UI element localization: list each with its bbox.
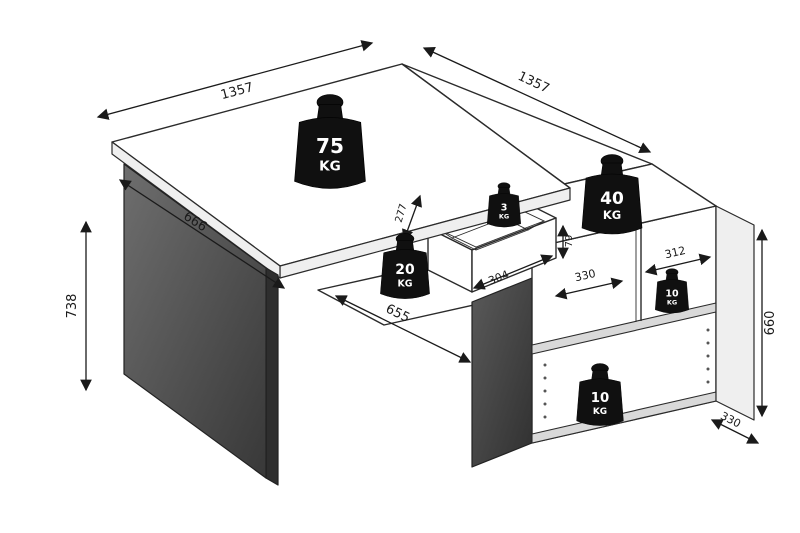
dim-line xyxy=(402,194,422,242)
weight-unit: KG xyxy=(397,278,412,289)
dim-drawer-width: 277 xyxy=(394,194,422,242)
dim-line xyxy=(96,40,374,120)
weight-unit: KG xyxy=(603,208,621,222)
dim-desk-height: 738 xyxy=(65,220,92,392)
weight-75kg-icon: 75 KG xyxy=(294,94,366,189)
pin-hole xyxy=(543,402,547,406)
weight-body xyxy=(487,193,521,228)
weight-40kg-icon: 40 KG xyxy=(581,154,643,235)
pin-hole xyxy=(706,354,710,358)
dim-line xyxy=(710,419,760,444)
pin-hole xyxy=(543,389,547,393)
weight-unit: KG xyxy=(667,299,677,307)
pin-hole xyxy=(543,363,547,367)
weight-3kg-icon: 3 KG xyxy=(487,182,521,228)
dim-line xyxy=(554,277,624,300)
dim-label-330-shelf: 330 xyxy=(574,267,597,284)
pin-hole xyxy=(543,415,547,419)
dim-line xyxy=(644,253,712,276)
weight-value: 10 xyxy=(591,391,609,406)
weight-value: 40 xyxy=(600,189,624,209)
shelf-pin-holes-left xyxy=(543,363,547,419)
left-panel-edge xyxy=(265,267,279,486)
dim-line xyxy=(472,254,554,290)
dim-label-79: 79 xyxy=(564,235,575,248)
dim-label-312: 312 xyxy=(664,244,687,261)
dim-drawer-height: 79 xyxy=(557,224,575,260)
dim-line xyxy=(334,295,472,363)
weight-10kg-lower-icon: 10 KG xyxy=(576,363,624,426)
weight-body xyxy=(380,249,430,299)
weight-value: 20 xyxy=(395,262,415,278)
weight-body xyxy=(576,378,624,426)
dim-label-660: 660 xyxy=(763,311,778,336)
weight-10kg-upper-icon: 10 KG xyxy=(655,268,689,314)
pin-hole xyxy=(706,380,710,384)
weight-value: 10 xyxy=(665,288,679,299)
dim-label-738: 738 xyxy=(65,294,80,319)
weight-unit: KG xyxy=(319,159,341,175)
cabinet-side-face xyxy=(715,205,755,421)
middle-support-panel xyxy=(471,277,533,468)
dim-line xyxy=(118,179,286,289)
weight-value: 75 xyxy=(316,134,344,158)
weight-body xyxy=(581,173,643,235)
weight-body xyxy=(294,117,366,189)
weight-body xyxy=(655,279,689,314)
pin-hole xyxy=(543,376,547,380)
dim-shelf-right-width: 312 xyxy=(644,244,712,276)
dim-label-277: 277 xyxy=(394,203,410,224)
dim-line xyxy=(422,47,652,153)
shelf-pin-holes-right xyxy=(706,328,710,384)
weight-unit: KG xyxy=(499,213,509,221)
dim-shelf-left-width: 330 xyxy=(554,267,624,300)
dim-label-1357-left: 1357 xyxy=(219,80,255,103)
pin-hole xyxy=(706,328,710,332)
pin-hole xyxy=(706,367,710,371)
dim-side-unit-height: 660 xyxy=(756,228,778,418)
pin-hole xyxy=(706,341,710,345)
weight-unit: KG xyxy=(593,407,607,417)
weight-value: 3 xyxy=(501,202,508,213)
weight-20kg-icon: 20 KG xyxy=(380,233,430,299)
